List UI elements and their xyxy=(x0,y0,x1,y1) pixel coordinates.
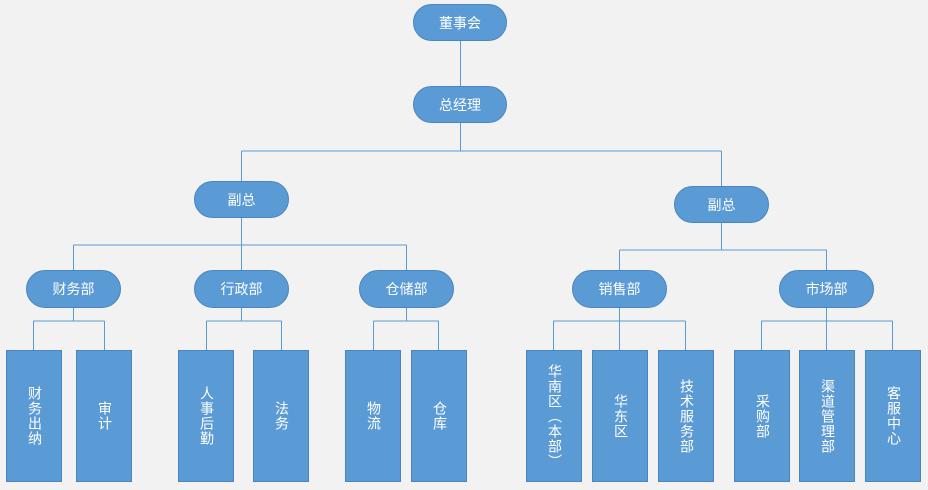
node-customer-service-label: 客服中心 xyxy=(885,386,901,446)
connector-sales-teams xyxy=(553,308,686,350)
node-warehouse-dept-label: 仓储部 xyxy=(385,282,428,298)
node-hr-logistics-label: 人事后勤 xyxy=(198,386,214,446)
node-channel-mgmt-label: 渠道管理部 xyxy=(819,378,835,454)
node-marketing-dept[interactable]: 市场部 xyxy=(779,270,874,308)
node-vp-left-label: 副总 xyxy=(227,192,256,209)
node-hr-logistics[interactable]: 人事后勤 xyxy=(178,350,234,482)
node-sales-dept-label: 销售部 xyxy=(598,282,641,298)
node-board-label: 董事会 xyxy=(439,15,481,32)
node-east-china-label: 华东区 xyxy=(612,393,628,439)
node-admin-dept-label: 行政部 xyxy=(220,282,263,298)
node-audit[interactable]: 审计 xyxy=(76,350,132,482)
node-storage-label: 仓库 xyxy=(431,401,447,431)
connector-vp-right-depts xyxy=(619,223,827,270)
node-finance-dept[interactable]: 财务部 xyxy=(26,270,121,308)
connector-finance-teams xyxy=(33,308,105,350)
node-purchasing[interactable]: 采购部 xyxy=(734,350,790,482)
connector-vp-left-depts xyxy=(73,218,407,270)
node-channel-mgmt[interactable]: 渠道管理部 xyxy=(799,350,855,482)
node-board[interactable]: 董事会 xyxy=(413,4,507,41)
node-general-manager-label: 总经理 xyxy=(439,97,481,114)
node-tech-service[interactable]: 技术服务部 xyxy=(658,350,714,482)
node-tech-service-label: 技术服务部 xyxy=(678,378,694,454)
node-general-manager[interactable]: 总经理 xyxy=(413,86,507,123)
node-marketing-dept-label: 市场部 xyxy=(805,282,848,298)
node-south-china-label: 华南区（本部） xyxy=(546,363,562,469)
node-east-china[interactable]: 华东区 xyxy=(592,350,648,482)
node-vp-left[interactable]: 副总 xyxy=(194,181,289,218)
node-audit-label: 审计 xyxy=(96,401,112,431)
node-logistics-label: 物流 xyxy=(365,401,381,431)
node-finance-cashier-label: 财务出纳 xyxy=(26,386,42,446)
node-finance-dept-label: 财务部 xyxy=(52,282,95,298)
connector-gm-vps xyxy=(241,123,722,186)
node-sales-dept[interactable]: 销售部 xyxy=(572,270,667,308)
node-purchasing-label: 采购部 xyxy=(754,393,770,439)
node-logistics[interactable]: 物流 xyxy=(345,350,401,482)
node-customer-service[interactable]: 客服中心 xyxy=(865,350,921,482)
node-vp-right[interactable]: 副总 xyxy=(674,186,769,223)
node-storage[interactable]: 仓库 xyxy=(411,350,467,482)
connector-admin-teams xyxy=(206,308,282,350)
node-legal-label: 法务 xyxy=(273,401,289,431)
node-admin-dept[interactable]: 行政部 xyxy=(194,270,289,308)
node-finance-cashier[interactable]: 财务出纳 xyxy=(6,350,62,482)
connector-marketing-teams xyxy=(761,308,893,350)
node-legal[interactable]: 法务 xyxy=(253,350,309,482)
node-south-china[interactable]: 华南区（本部） xyxy=(526,350,582,482)
connector-warehouse-teams xyxy=(373,308,439,350)
node-vp-right-label: 副总 xyxy=(707,197,736,214)
node-warehouse-dept[interactable]: 仓储部 xyxy=(359,270,454,308)
